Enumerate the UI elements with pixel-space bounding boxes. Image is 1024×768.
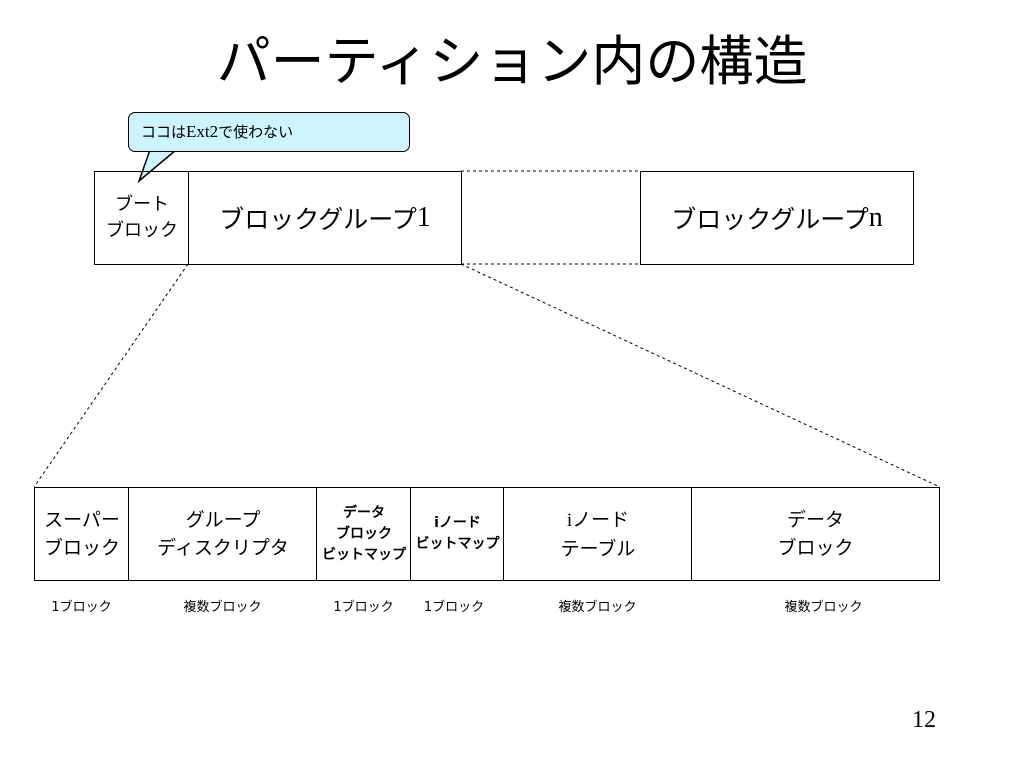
group-descriptor-line1: グループ	[185, 509, 261, 531]
inode-bitmap-cell: iノード ビットマップ	[410, 487, 504, 581]
superblock-size-label: 1ブロック	[51, 600, 112, 615]
inode-bitmap-line2: ビットマップ	[415, 536, 500, 552]
inode-table-line2: テーブル	[560, 537, 636, 560]
inode-bitmap-prefix: i	[434, 515, 439, 531]
boot-block-line1: ブート	[115, 194, 169, 215]
boot-block-line2: ブロック	[106, 220, 178, 241]
callout-text-post: で使わない	[218, 123, 294, 141]
inode-table-size-label: 複数ブロック	[558, 600, 637, 615]
callout-note: ココはExt2で使わない	[128, 112, 410, 152]
block-group-n-label: ブロックグループ	[671, 205, 869, 234]
callout-text-ext2: Ext2	[186, 122, 219, 141]
superblock-line2: ブロック	[43, 537, 120, 559]
group-descriptor-cell: グループ ディスクリプタ	[128, 487, 317, 581]
superblock-cell: スーパー ブロック	[34, 487, 129, 581]
superblock-line1: スーパー	[44, 509, 120, 531]
inode-table-word: ノード	[572, 508, 630, 531]
inode-bitmap-line1: iノード	[434, 513, 481, 534]
data-block-bitmap-line1: データ	[343, 504, 385, 521]
boot-block: ブート ブロック	[94, 171, 189, 265]
slide-title: パーティション内の構造	[216, 30, 808, 93]
data-block-bitmap-cell: データ ブロック ビットマップ	[316, 487, 411, 581]
group-descriptor-line2: ディスクリプタ	[157, 537, 289, 559]
zoom-line-right	[460, 263, 941, 488]
block-group-n-suffix: n	[868, 202, 883, 233]
data-blocks-line1: データ	[786, 509, 844, 531]
data-block-bitmap-size-label: 1ブロック	[333, 600, 394, 615]
block-group-1-label: ブロックグループ	[219, 205, 417, 234]
data-blocks-cell: データ ブロック	[691, 487, 940, 581]
zoom-line-left	[33, 263, 189, 488]
data-block-bitmap-line3: ビットマップ	[322, 546, 406, 563]
data-blocks-line2: ブロック	[777, 537, 854, 559]
inode-table-line1: iノード	[567, 506, 629, 535]
group-descriptor-size-label: 複数ブロック	[183, 600, 262, 615]
data-blocks-size-label: 複数ブロック	[784, 600, 863, 615]
page-number: 12	[912, 707, 936, 733]
inode-table-cell: iノード テーブル	[503, 487, 692, 581]
data-block-bitmap-line2: ブロック	[336, 525, 392, 542]
inode-bitmap-word: ノード	[438, 515, 481, 531]
inode-bitmap-size-label: 1ブロック	[423, 600, 485, 615]
inode-table-prefix: i	[566, 509, 573, 531]
block-group-1-suffix: 1	[416, 202, 431, 233]
callout-text-pre: ココは	[141, 123, 187, 141]
